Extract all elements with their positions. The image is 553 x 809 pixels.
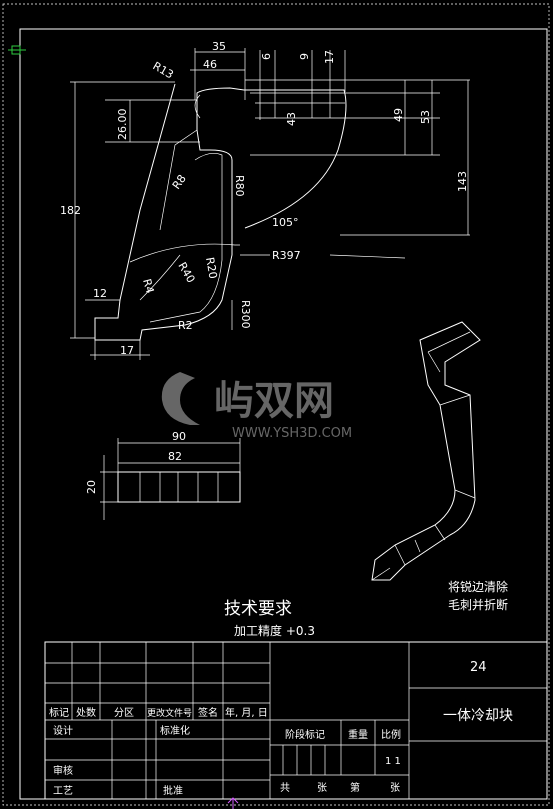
- dim-r397: R397: [272, 249, 301, 262]
- dim-12: 12: [93, 287, 107, 300]
- title-block-stage-mark: 阶段标记: [285, 728, 325, 741]
- title-block-count: 处数: [76, 706, 96, 719]
- dim-43: 43: [285, 112, 298, 126]
- profile-view: [70, 48, 470, 360]
- tech-requirements-accuracy: 加工精度 +0.3: [234, 623, 315, 638]
- dim-35: 35: [212, 40, 226, 53]
- title-block-scale-value: 1 1: [385, 756, 401, 767]
- title-block-sheet-unit: 张: [390, 782, 400, 794]
- title-block-zone: 分区: [114, 707, 134, 719]
- title-block-mark: 标记: [49, 707, 69, 719]
- title-block-signature: 签名: [198, 706, 218, 719]
- title-block-date: 年, 月, 日: [225, 706, 268, 719]
- dim-49: 49: [392, 108, 405, 122]
- watermark-logo-icon: [161, 372, 200, 425]
- title-block-review: 审核: [53, 764, 73, 777]
- dim-26: 26.00: [116, 109, 129, 141]
- dim-r8: R8: [170, 172, 189, 191]
- outer-border: [2, 3, 550, 806]
- dim-17-bottom: 17: [120, 344, 134, 357]
- title-block-sheets: 张: [317, 782, 327, 794]
- dim-r40: R40: [175, 260, 197, 285]
- title-block-weight: 重量: [348, 728, 368, 741]
- dim-6: 6: [260, 53, 273, 60]
- watermark-url: WWW.YSH3D.COM: [232, 426, 352, 441]
- dim-90: 90: [172, 430, 186, 443]
- dim-53: 53: [419, 110, 432, 124]
- dim-182: 182: [60, 204, 81, 217]
- watermark-text: 屿双网: [214, 378, 334, 424]
- dim-9: 9: [298, 53, 311, 60]
- title-block: [44, 641, 548, 800]
- dim-105: 105°: [272, 216, 299, 229]
- dim-r2: R2: [178, 319, 193, 332]
- title-block-design: 设计: [53, 724, 73, 737]
- dim-17-top: 17: [323, 50, 336, 64]
- title-block-total: 共: [280, 782, 290, 794]
- note-line-2: 毛刺并折断: [448, 597, 508, 612]
- dim-82: 82: [168, 450, 182, 463]
- bottom-view: [100, 438, 241, 520]
- isometric-view: [371, 321, 481, 581]
- title-block-approve: 批准: [163, 784, 183, 797]
- dim-46: 46: [203, 58, 217, 71]
- dim-r80: R80: [233, 175, 246, 197]
- title-block-scale: 比例: [381, 728, 401, 741]
- note-line-1: 将锐边清除: [448, 579, 508, 594]
- dim-r20: R20: [203, 256, 220, 280]
- dim-20: 20: [85, 480, 98, 494]
- cursor-crosshair-icon: [8, 45, 26, 55]
- drawing-number: 24: [470, 660, 487, 675]
- dim-143: 143: [456, 171, 469, 192]
- ucs-marker-icon: [227, 797, 239, 809]
- dim-r300: R300: [239, 300, 252, 329]
- title-block-process: 工艺: [53, 785, 73, 797]
- part-name: 一体冷却块: [443, 708, 513, 724]
- title-block-change-doc: 更改文件号: [147, 707, 192, 719]
- title-block-standardization: 标准化: [160, 724, 190, 737]
- dim-r4: R4: [140, 277, 156, 295]
- tech-requirements-title: 技术要求: [224, 599, 292, 619]
- watermark: 屿双网 WWW.YSH3D.COM: [161, 372, 352, 441]
- title-block-sheet-no: 第: [350, 781, 360, 794]
- dim-r13: R13: [151, 59, 176, 81]
